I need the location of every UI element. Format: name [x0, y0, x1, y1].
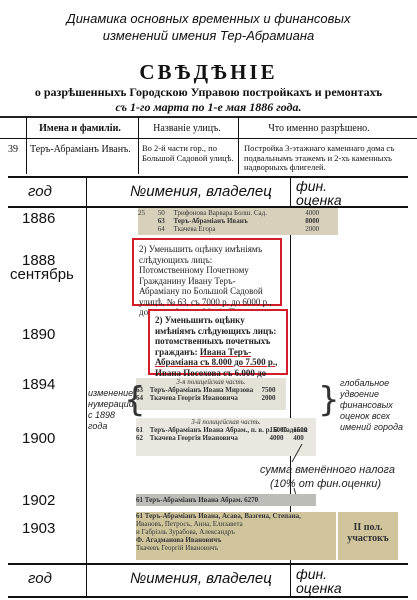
doc-col-permit: Что именно разрѣшено. [268, 123, 370, 134]
clip-1903-row: Ткачевъ Георгій Ивановичъ [136, 544, 219, 552]
col-year-header: год [28, 183, 52, 200]
year-1890: 1890 [22, 326, 56, 343]
clip-1902-row: 61 Теръ-Абраміанъ Ивана Абрам. 6270 [136, 496, 259, 504]
clip-1900-row: 61 Теръ-Абраміанъ Ивана Абрам., п. в. р.… [136, 426, 308, 434]
col-fin-header-1: фин. [296, 178, 328, 194]
clipping-1900: 3-й полицейская часть. 61 Теръ-Абраміанъ… [136, 418, 316, 456]
decision-1890-box: 2) Уменьшить оцѣнку имѣніямъ слѣдующихъ … [148, 309, 288, 399]
clip-1903-row: 61 Теръ-Абраміанъ Ивана, Асава, Вазгена,… [136, 512, 301, 520]
page-title-line1: Динамика основных временных и финансовых [66, 11, 351, 26]
table-top-border [8, 176, 408, 178]
year-1903: 1903 [22, 520, 56, 537]
clip-1903-row: и Габріэль Зурабова, Александръ [136, 528, 235, 536]
clip-1894-row: 63 Теръ-Абраміанъ Ивана Мирзова 7500 [136, 386, 276, 394]
doc-vline-1 [26, 116, 27, 174]
footer-owner-header: №имения, владелец [130, 570, 272, 587]
table-vline-fin [290, 176, 291, 598]
clipping-1886: 25 50 Трифонова Варвара Болш. Сад. 4000 … [138, 208, 338, 235]
clip-1886-row: 64 Ткачева Егора 2000 [157, 225, 320, 233]
doc-row-permit: Постройка 3-этажнаго каменнаго дома съ п… [244, 143, 395, 172]
doc-row-name: Теръ-Абраміанъ Иванъ. [30, 144, 131, 155]
decision-1890-highlight: Ивана Теръ-Абраміана съ 8.000 до 7.500 р… [155, 346, 276, 368]
table-header-border [8, 206, 408, 208]
year-1888: 1888 [22, 252, 56, 269]
doc-heading: СВѢДѢНІЕ [139, 60, 278, 84]
doc-vline-2 [138, 116, 139, 174]
clip-1903-district-2: участокъ [347, 533, 389, 544]
year-1894: 1894 [22, 376, 56, 393]
doc-period: съ 1-го марта по 1-е мая 1886 года. [115, 100, 302, 114]
clip-1900-row: 62 Ткачева Георгія Ивановича 4000 400 [136, 434, 304, 442]
clip-1903-row: Ивановъ, Петросъ, Анна, Елизавета [136, 520, 243, 528]
table-bottom-border [8, 596, 408, 598]
doc-col-street: Названіе улицъ. [153, 123, 221, 134]
clip-1886-row: 63 Теръ-Абраміанъ Иванъ 8000 [157, 217, 320, 225]
clip-1894-row: 64 Ткачева Георгія Ивановича 2000 [136, 394, 276, 402]
year-1902: 1902 [22, 492, 56, 509]
footer-year-header: год [28, 570, 52, 587]
clipping-1894: 3-я полицейская часть. 63 Теръ-Абраміанъ… [136, 378, 286, 410]
table-footer-border [8, 563, 408, 565]
note-renumbering: изменение нумерации с 1898 года [88, 388, 134, 431]
clip-1900-header: 3-й полицейская часть. [191, 418, 261, 426]
clip-1903-row: Ф. Агадманова Ивановичъ [136, 536, 222, 544]
clip-1894-header: 3-я полицейская часть. [176, 378, 246, 386]
footer-fin-header-2: оценка [296, 580, 342, 596]
brace-left-icon: { [124, 380, 146, 420]
year-1886: 1886 [22, 210, 56, 227]
brace-right-icon: } [318, 380, 340, 420]
table-vline-year [86, 176, 87, 598]
note-tax: сумма вменённого налога [260, 464, 395, 476]
footer-fin-header-1: фин. [296, 566, 328, 582]
clipping-1902: 61 Теръ-Абраміанъ Ивана Абрам. 6270 [136, 494, 316, 506]
doc-rule-mid [0, 138, 417, 139]
decision-1888-box: 2) Уменьшить оцѣнку имѣніямъ слѣдующихъ … [132, 238, 282, 317]
doc-vline-3 [238, 116, 239, 174]
year-1900: 1900 [22, 430, 56, 447]
clipping-1903-district: II пол. участокъ [338, 512, 398, 560]
col-fin-header-2: оценка [296, 192, 342, 208]
doc-row-num: 39 [8, 144, 18, 155]
doc-rule-top [0, 116, 417, 118]
doc-col-names: Имена и фамиліи. [39, 123, 121, 134]
note-tax-paren: (10% от фин.оценки) [270, 478, 382, 490]
col-owner-header: №имения, владелец [130, 183, 272, 200]
doc-subtitle: о разрѣшенныхъ Городскою Управою построй… [34, 85, 383, 99]
clipping-1903: 61 Теръ-Абраміанъ Ивана, Асава, Вазгена,… [136, 512, 336, 560]
clip-1886-row: 25 50 Трифонова Варвара Болш. Сад. 4000 [138, 209, 320, 217]
year-1888-month: сентябрь [10, 266, 74, 283]
page-title-line2: изменений имения Тер-Абрамиана [102, 28, 315, 43]
decision-1890-text-a: 2) Уменьшить оцѣнку имѣніямъ слѣдующихъ … [155, 315, 277, 357]
note-doubling: глобальное удвоение финансовых оценок вс… [340, 378, 403, 432]
doc-row-street: Во 2-й части гор., по Большой Садовой ул… [142, 143, 234, 163]
clip-1903-district-1: II пол. [353, 522, 383, 533]
